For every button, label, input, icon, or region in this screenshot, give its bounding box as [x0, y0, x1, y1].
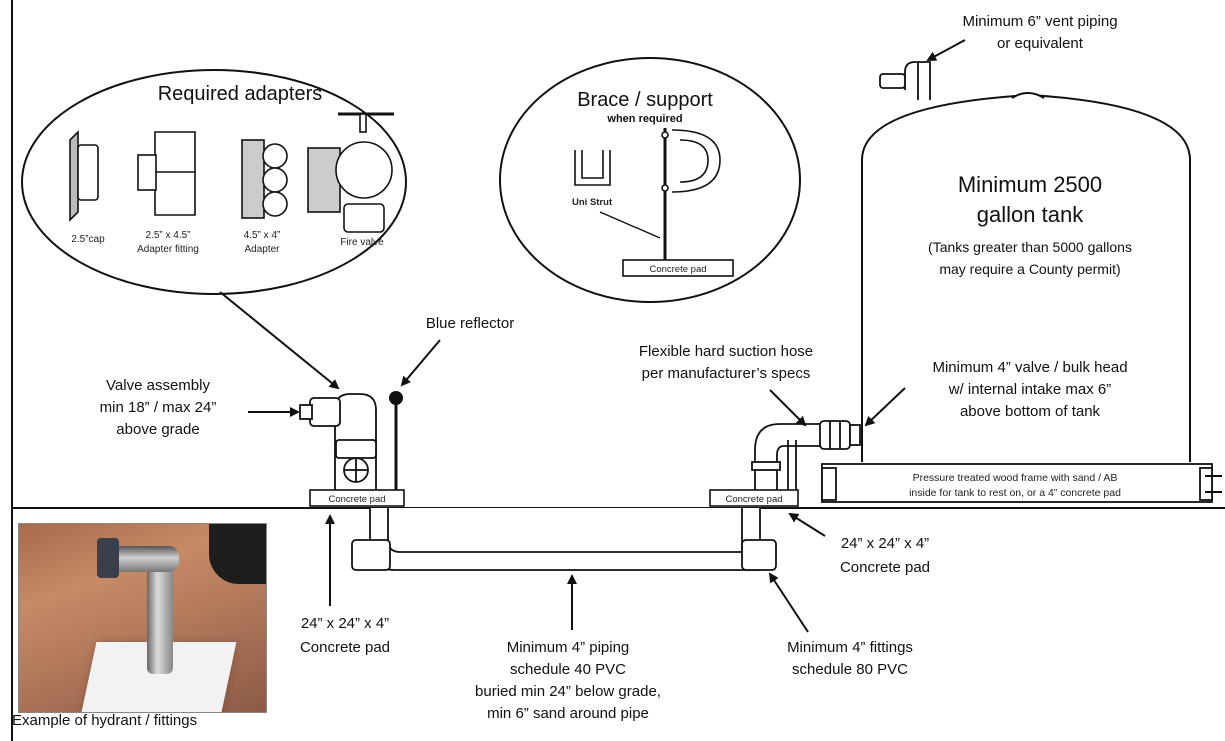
tank-title-1: Minimum 2500	[958, 172, 1102, 197]
cap-label: 2.5”cap	[71, 234, 105, 245]
fittings-1: Minimum 4” fittings	[787, 639, 913, 656]
pad-left-1: 24” x 24” x 4”	[301, 615, 389, 632]
brace-concrete-pad	[622, 259, 734, 277]
valve-assembly-1: Valve assembly	[106, 377, 210, 394]
piping-3: buried min 24” below grade,	[475, 683, 661, 700]
left-concrete-pad	[309, 489, 405, 507]
photo-shadow	[209, 524, 266, 584]
suction-arrow	[769, 389, 807, 427]
suction-hose-1: Flexible hard suction hose	[639, 343, 813, 360]
valve-assembly-2: min 18” / max 24”	[100, 399, 217, 416]
vent-label-1: Minimum 6” vent piping	[962, 13, 1117, 30]
adapters-arrow	[219, 291, 340, 390]
suction-hose-2: per manufacturer’s specs	[642, 365, 811, 382]
piping-4: min 6” sand around pipe	[487, 705, 649, 722]
adapter-drawing	[241, 139, 288, 219]
brace-pad-label: Concrete pad	[649, 264, 706, 275]
pad-right-arrow	[788, 512, 826, 537]
right-pad-label: Concrete pad	[725, 494, 782, 505]
vent-label-2: or equivalent	[997, 35, 1084, 52]
pad-left-2: Concrete pad	[300, 639, 390, 656]
tank-note-2: may require a County permit)	[939, 261, 1120, 277]
left-pad-label: Concrete pad	[328, 494, 385, 505]
adapter-label-2: Adapter	[244, 244, 280, 255]
blue-reflector-label: Blue reflector	[426, 315, 514, 332]
wood-frame	[821, 463, 1213, 503]
pad-right-1: 24” x 24” x 4”	[841, 535, 929, 552]
frame-arrows	[1205, 475, 1222, 493]
right-concrete-pad	[709, 489, 799, 507]
adapters-callout	[21, 69, 407, 295]
tank	[861, 92, 1191, 462]
fire-valve-label: Fire valve	[340, 237, 384, 248]
vent-arrow	[926, 39, 966, 61]
uni-strut-label: Uni Strut	[572, 197, 613, 208]
valve-assembly-3: above grade	[116, 421, 199, 438]
photo-caption: Example of hydrant / fittings	[12, 712, 198, 729]
fittings-arrow	[768, 572, 809, 633]
adapter-fitting-label-1: 2.5” x 4.5”	[145, 230, 190, 241]
fittings-2: schedule 80 PVC	[792, 661, 908, 678]
piping-2: schedule 40 PVC	[510, 661, 626, 678]
brace-callout	[499, 57, 801, 303]
wood-frame-1: Pressure treated wood frame with sand / …	[913, 472, 1118, 484]
brace-drawing	[661, 128, 721, 260]
adapter-fitting-label-2: Adapter fitting	[137, 244, 199, 255]
bulkhead-arrow	[864, 387, 906, 427]
pad-right-2: Concrete pad	[840, 559, 930, 576]
adapters-title: Required adapters	[158, 83, 323, 105]
cap-drawing	[69, 130, 99, 222]
vent-pipe	[879, 61, 931, 100]
brace-sub: when required	[606, 113, 682, 125]
tank-note-1: (Tanks greater than 5000 gallons	[928, 239, 1132, 255]
uni-strut-pointer	[599, 211, 661, 239]
photo-standpipe	[147, 554, 173, 674]
adapter-fitting-drawing	[137, 131, 196, 216]
valve-bulkhead-2: w/ internal intake max 6”	[948, 381, 1112, 398]
valve-bulkhead-1: Minimum 4” valve / bulk head	[932, 359, 1127, 376]
tank-title-2: gallon tank	[977, 202, 1084, 227]
adapter-label-1: 4.5” x 4”	[244, 230, 281, 241]
valve-bulkhead-3: above bottom of tank	[960, 403, 1101, 420]
underground-pipe	[351, 508, 777, 571]
photo-valve	[97, 538, 119, 578]
fire-valve-drawing	[307, 112, 394, 233]
wood-frame-2: inside for tank to rest on, or a 4” conc…	[909, 487, 1121, 499]
reflector-ball	[389, 391, 403, 405]
uni-strut-drawing	[574, 150, 611, 186]
suction-assembly	[751, 420, 861, 506]
hydrant-photo	[18, 523, 267, 713]
valve-assembly	[299, 393, 377, 492]
reflector-arrow	[400, 339, 441, 387]
brace-title: Brace / support	[577, 89, 713, 111]
piping-1: Minimum 4” piping	[507, 639, 630, 656]
